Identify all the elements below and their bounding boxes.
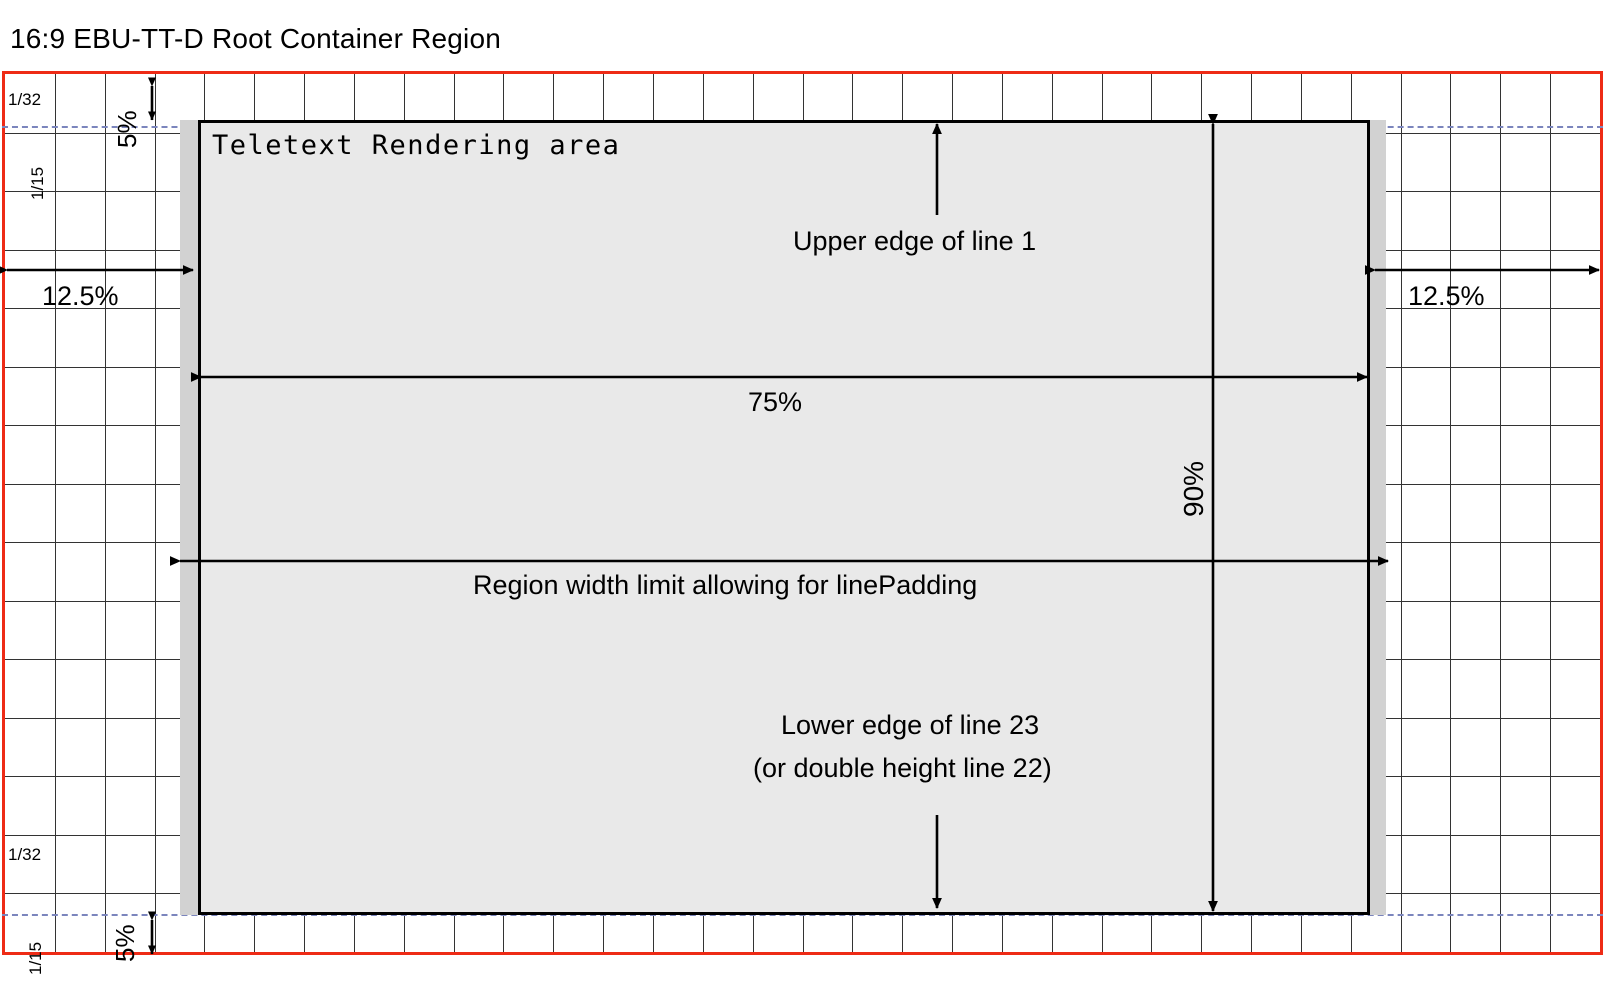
annotation-lower-edge-line-1: Lower edge of line 23 [781,710,1040,740]
dimension-left-margin-label: 12.5% [42,281,119,311]
grid-column-line [1450,74,1451,952]
grid-column-line [55,74,56,952]
render-area-label: Teletext Rendering area [212,130,621,161]
label-bottom-one-fifteenth: 1/15 [26,941,45,975]
dimension-bottom-margin-label: 5% [110,924,140,962]
annotation-region-width-limit: Region width limit allowing for linePadd… [473,570,978,600]
label-bottom-one-thirtysecond: 1/32 [8,845,42,864]
grid-column-line [1550,74,1551,952]
root-container-border [2,71,1603,955]
teletext-rendering-area [198,120,1370,915]
dimension-top-margin-label: 5% [112,110,142,148]
annotation-lower-edge-line-2: (or double height line 22) [753,753,1052,783]
line-padding-right [1368,120,1386,915]
grid-column-line [155,74,156,952]
page-title: 16:9 EBU-TT-D Root Container Region [10,23,501,54]
grid-column-line [105,74,106,952]
label-top-one-fifteenth: 1/15 [28,166,47,200]
label-top-one-thirtysecond: 1/32 [8,90,42,109]
grid-column-line [1500,74,1501,952]
line-padding-left [180,120,198,915]
dimension-right-margin-label: 12.5% [1408,281,1485,311]
annotation-upper-edge: Upper edge of line 1 [793,226,1037,256]
dimension-width-label: 75% [748,387,803,417]
dimension-height-label: 90% [1178,460,1209,517]
grid-column-line [1401,74,1402,952]
guide-line-bottom [2,914,1603,916]
